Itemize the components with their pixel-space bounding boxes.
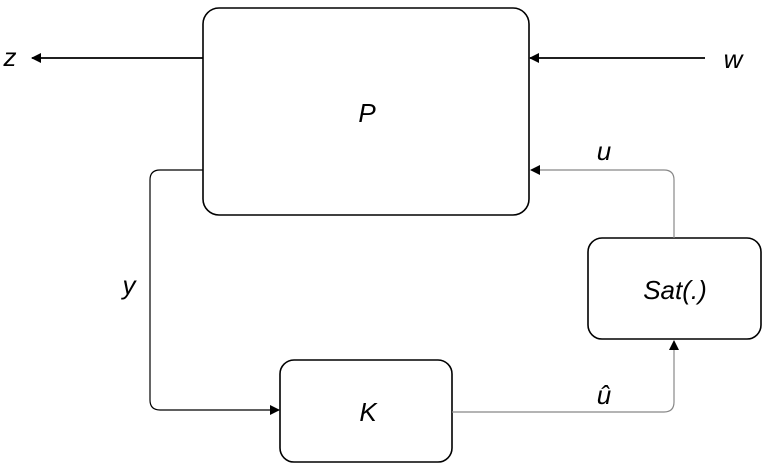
u-hat-label: û: [597, 380, 611, 410]
y-signal-path: [149, 169, 280, 415]
w-label: w: [724, 44, 745, 74]
controller-block: [279, 359, 453, 463]
y-label: y: [121, 270, 138, 300]
u-hat-signal-path: [452, 340, 679, 413]
z-label: z: [3, 42, 17, 72]
plant-block: [202, 7, 530, 216]
controller-label: K: [359, 397, 378, 427]
u-label: u: [597, 136, 611, 166]
saturation-label: Sat(.): [643, 275, 707, 305]
plant-label: P: [358, 98, 376, 128]
u-signal-path: [530, 165, 675, 238]
